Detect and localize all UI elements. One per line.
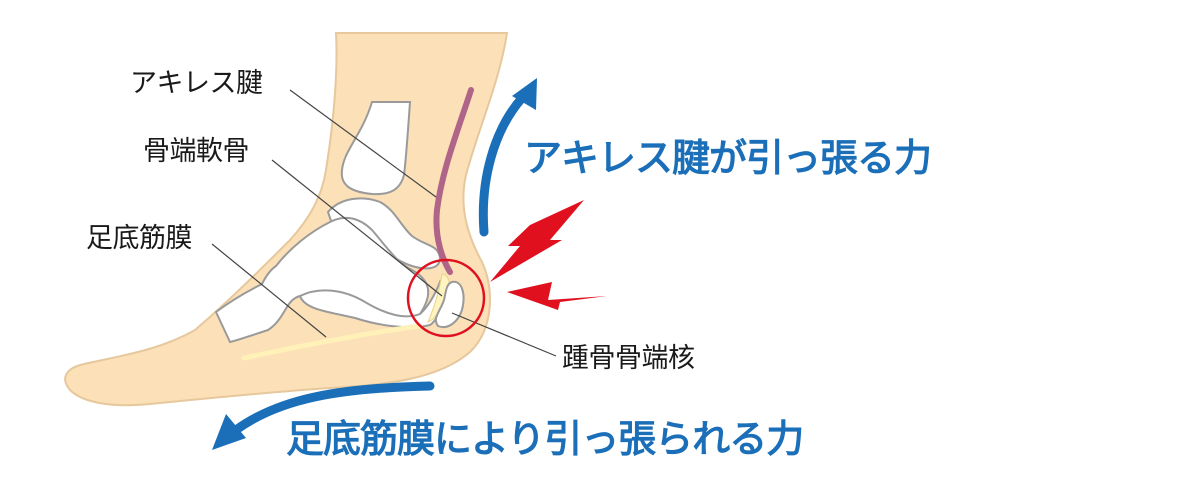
label-plantar-fascia: 足底筋膜 [86, 223, 193, 254]
leader-line-plantar [211, 243, 327, 338]
label-calcaneal-apophysis: 踵骨骨端核 [562, 343, 695, 374]
force-label-achilles: アキレス腱が引っ張る力 [524, 136, 932, 180]
plantar-pull-arrow [231, 381, 435, 435]
plantar-fascia [241, 323, 423, 361]
leader-line-apophysis [451, 312, 557, 357]
lightning-bolt-icon [507, 282, 607, 310]
label-achilles-tendon: アキレス腱 [130, 68, 263, 99]
tibia-bone [340, 101, 412, 196]
arrow-head-left-icon [212, 414, 246, 450]
force-label-plantar: 足底筋膜により引っ張られる力 [286, 417, 804, 461]
label-epiphyseal-cartilage: 骨端軟骨 [143, 136, 250, 167]
focus-circle-icon [406, 258, 486, 338]
achilles-pull-arrow [478, 93, 527, 237]
leader-line-cartilage [271, 159, 443, 297]
achilles-tendon [433, 87, 474, 275]
calcaneal-apophysis [434, 280, 465, 328]
leader-line-achilles [289, 89, 437, 198]
arrow-head-up-icon [512, 78, 537, 110]
lightning-bolt-icon [490, 200, 584, 282]
